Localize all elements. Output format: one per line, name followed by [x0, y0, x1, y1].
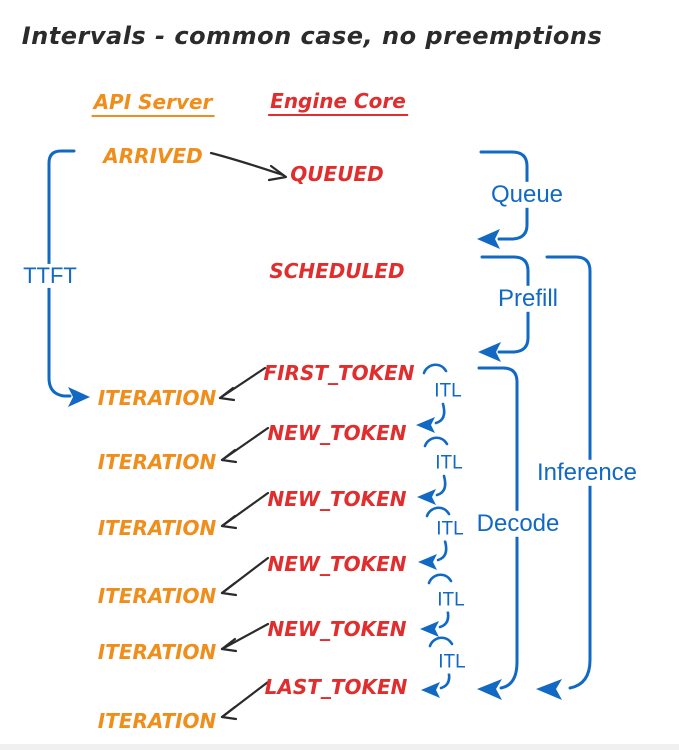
- arrow-arrived-to-queued: [209, 151, 288, 182]
- itl-connector-3: [418, 506, 451, 570]
- window-bottom-edge: [0, 744, 679, 750]
- itl-connector-1: [416, 363, 448, 433]
- event-new-token-4: NEW_TOKEN: [267, 617, 407, 641]
- arrow-new-token-1-to-iteration-2: [220, 426, 270, 464]
- event-iteration-4: ITERATION: [97, 584, 217, 608]
- decode-bracket: [477, 366, 519, 700]
- column-header-engine-core: Engine Core: [268, 90, 408, 116]
- interval-ttft: TTFT: [19, 263, 81, 289]
- arrow-first-token-to-iteration-1: [218, 366, 267, 402]
- event-new-token-2: NEW_TOKEN: [267, 487, 407, 511]
- interval-itl-2: ITL: [433, 452, 465, 475]
- column-header-api-server: API Server: [91, 91, 215, 117]
- event-iteration-2: ITERATION: [97, 450, 217, 474]
- event-last-token: LAST_TOKEN: [264, 675, 408, 699]
- diagram-title: Intervals - common case, no preemptions: [21, 21, 603, 50]
- event-iteration-5: ITERATION: [97, 640, 217, 664]
- event-iteration-1: ITERATION: [97, 386, 217, 410]
- arrow-new-token-4-to-iteration-5: [220, 622, 270, 653]
- event-arrived: ARRIVED: [103, 144, 203, 168]
- event-iteration-3: ITERATION: [97, 516, 217, 540]
- arrow-new-token-2-to-iteration-3: [220, 491, 270, 530]
- event-first-token: FIRST_TOKEN: [263, 361, 415, 385]
- arrow-last-token-to-iteration-6: [220, 680, 270, 721]
- interval-prefill: Prefill: [493, 285, 563, 313]
- interval-itl-4: ITL: [435, 589, 467, 612]
- event-scheduled: SCHEDULED: [269, 259, 405, 283]
- inference-bracket: [536, 255, 592, 700]
- interval-inference: Inference: [532, 459, 642, 487]
- interval-itl-3: ITL: [434, 518, 466, 541]
- event-new-token-3: NEW_TOKEN: [267, 552, 407, 576]
- arrow-new-token-3-to-iteration-4: [220, 556, 270, 597]
- event-iteration-6: ITERATION: [97, 709, 217, 733]
- interval-itl-5: ITL: [436, 651, 468, 674]
- interval-decode: Decode: [472, 510, 564, 538]
- event-queued: QUEUED: [290, 162, 384, 186]
- event-new-token-1: NEW_TOKEN: [267, 421, 407, 445]
- interval-itl-1: ITL: [432, 380, 464, 403]
- interval-queue: Queue: [486, 181, 568, 209]
- itl-connector-2: [417, 436, 449, 505]
